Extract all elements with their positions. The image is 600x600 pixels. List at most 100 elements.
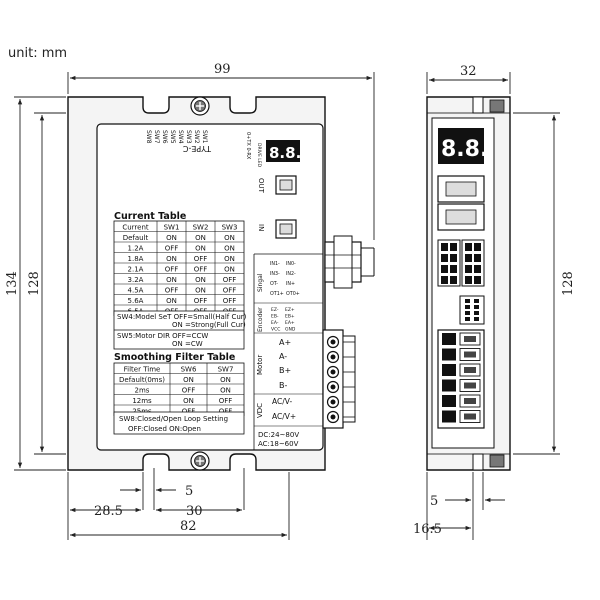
side-encoder-pin: [474, 317, 479, 321]
dim-base-width: 82: [180, 519, 197, 534]
side-encoder-pin: [465, 317, 470, 321]
drive-led-label: DRIVE LED: [256, 143, 262, 168]
current-table-cell: OFF: [165, 266, 179, 274]
motor-term-b-plus: B+: [279, 366, 291, 375]
encoder-pin-label: GND: [285, 327, 296, 333]
side-segment-digits: 8.8.: [441, 137, 488, 162]
side-terminal-screw-head: [464, 336, 476, 342]
current-table-cell: 1.8A: [128, 255, 144, 263]
current-table-cell: OFF: [165, 245, 179, 253]
current-table-title: Current Table: [114, 211, 186, 222]
power-term-plus: AC/V+: [272, 412, 296, 421]
motor-term-a-plus: A+: [279, 338, 291, 347]
dip-switch-label: SW5: [169, 130, 176, 144]
dim-hole-spacing: 30: [186, 504, 203, 519]
side-encoder-frame: [459, 295, 485, 325]
side-terminal-screw-head: [464, 398, 476, 404]
current-table-cell: 3.2A: [128, 276, 144, 284]
current-table-frame: [113, 220, 245, 316]
current-table-cell: ON: [195, 245, 206, 253]
sw4-note-line1: SW4:Model SeT OFF=Small(Half Cur): [117, 313, 247, 321]
current-table-cell: ON: [166, 234, 177, 242]
current-table-cell: OFF: [194, 266, 208, 274]
side-terminal-slot: [442, 333, 456, 345]
signal-pin-label: OT-: [270, 281, 278, 287]
filter-table-cell: ON: [183, 397, 194, 405]
current-table-cell: ON: [195, 234, 206, 242]
filter-table-cell: OFF: [182, 387, 196, 395]
terminal-screw-core: [330, 399, 336, 405]
terminal-screw-core: [330, 354, 336, 360]
terminal-screw-core: [330, 369, 336, 375]
current-table-cell: ON: [195, 287, 206, 295]
filter-table-title: Smoothing Filter Table: [114, 352, 235, 363]
side-terminal-screw-head: [464, 382, 476, 389]
side-header-pin: [450, 243, 457, 251]
current-table-cell: ON: [224, 234, 235, 242]
sw8-note-line1: SW8:Closed/Open Loop Setting: [119, 415, 228, 423]
current-table-cell: ON: [166, 297, 177, 305]
side-header-pin: [441, 243, 448, 251]
motor-term-a-minus: A-: [279, 352, 287, 361]
side-encoder-pin: [474, 305, 479, 309]
terminal-screw-core: [330, 414, 336, 420]
signal-pin-label: OT1+: [270, 291, 284, 297]
encoder-pin-label: EZ-: [271, 307, 279, 313]
side-header-pin: [465, 254, 472, 262]
bottom-screw-icon: [190, 451, 210, 471]
current-table-cell: ON: [195, 276, 206, 284]
power-spec-ac: AC:18~60V: [258, 440, 299, 448]
side-terminal-screw-head: [464, 367, 476, 373]
segment-display-value: 8.8.: [269, 144, 301, 162]
filter-table-cell: 12ms: [132, 397, 152, 405]
current-table-cell: OFF: [165, 287, 179, 295]
encoder-pin-label: VCC: [271, 327, 280, 333]
side-header-block: [437, 239, 461, 287]
side-header-pin: [474, 276, 481, 284]
side-encoder-pin: [474, 299, 479, 303]
signal-pin-label: IN+: [286, 281, 295, 287]
signal-pin-label: IN3-: [270, 271, 280, 277]
current-table-cell: ON: [224, 266, 235, 274]
side-terminal-slot: [442, 348, 456, 361]
type-c-label: TYPE-C: [182, 144, 212, 153]
top-screw-icon: [190, 96, 210, 116]
dim-side-slot: 5: [430, 494, 438, 509]
current-table-header-cell: SW2: [193, 224, 209, 232]
side-header-block: [461, 239, 485, 287]
dim-side-width: 32: [460, 64, 477, 79]
signal-connector: [324, 235, 375, 289]
sw8-note: SW8:Closed/Open Loop Setting OFF:Closed …: [113, 411, 245, 435]
side-encoder-pin: [474, 311, 479, 315]
dip-switch-label: SW4: [177, 130, 184, 144]
side-header-pin: [474, 265, 481, 273]
terminal-screws: [326, 335, 355, 424]
power-spec-dc: DC:24~80V: [258, 431, 299, 439]
side-encoder-pin: [465, 311, 470, 315]
current-table-cell: OFF: [223, 287, 237, 295]
current-table-cell: OFF: [223, 297, 237, 305]
filter-table-header-cell: SW7: [218, 366, 234, 374]
side-header-pin: [450, 265, 457, 273]
dim-front-height: 134: [5, 271, 20, 296]
current-table-cell: 1.2A: [128, 245, 144, 253]
dip-switch-label: SW7: [153, 130, 160, 144]
current-table-header-cell: SW1: [164, 224, 180, 232]
encoder-pin-label: EA+: [285, 320, 295, 326]
encoder-label: Encoder: [257, 307, 264, 332]
sw5-note-line1: SW5:Motor DIR OFF=CCW: [117, 332, 208, 340]
current-table-cell: 2.1A: [128, 266, 144, 274]
filter-table-cell: 2ms: [135, 387, 150, 395]
terminal-screw-core: [330, 384, 336, 390]
dip-switch-label: SW2: [193, 130, 200, 144]
out-label: OUT: [257, 178, 265, 194]
in-label: IN: [257, 224, 265, 231]
signal-pin-label: IN2-: [286, 271, 296, 277]
dim-slot-width: 5: [185, 484, 193, 499]
side-encoder-header: [459, 295, 485, 325]
side-header-pin: [450, 276, 457, 284]
